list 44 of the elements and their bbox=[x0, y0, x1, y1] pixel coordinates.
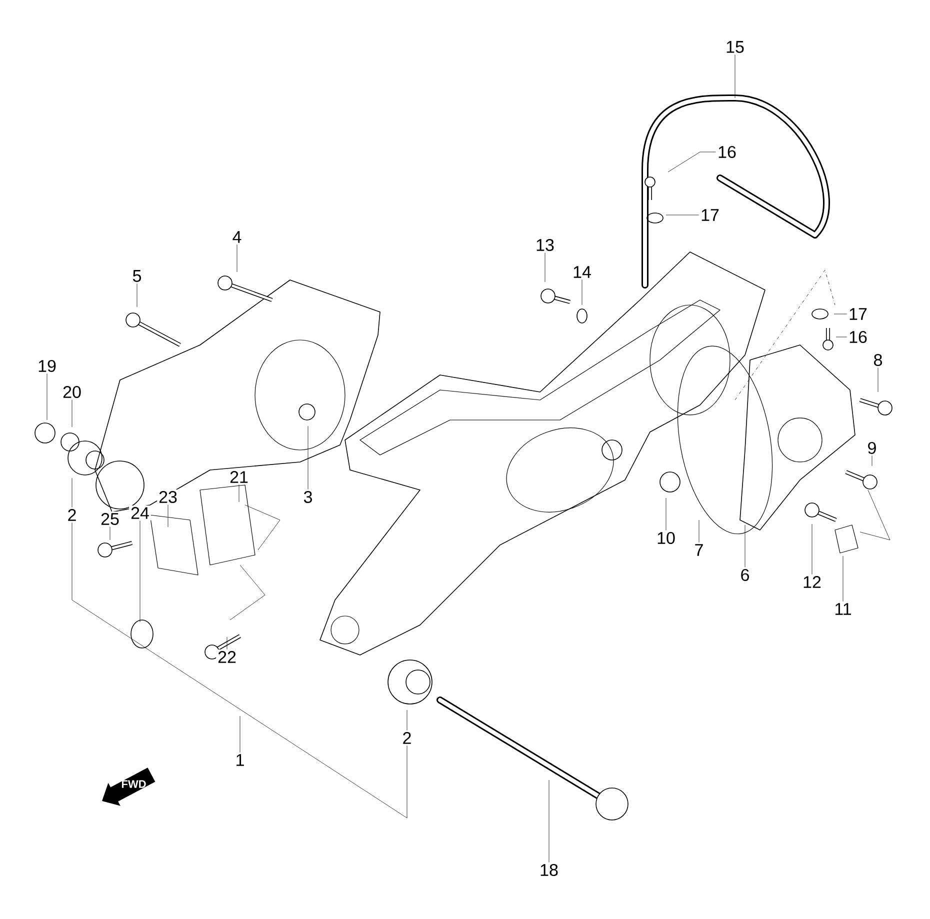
callout-number: 9 bbox=[866, 440, 878, 456]
callout-number: 17 bbox=[847, 306, 869, 322]
callout-number: 5 bbox=[130, 268, 144, 284]
callout-number: 6 bbox=[738, 567, 752, 582]
callout-number: 25 bbox=[99, 511, 121, 526]
leader-line bbox=[46, 374, 48, 420]
callout-number: 15 bbox=[724, 40, 746, 54]
callout-number: 3 bbox=[302, 489, 314, 504]
callout-number: 20 bbox=[61, 384, 83, 400]
callout-number: 8 bbox=[872, 352, 884, 368]
leader-line bbox=[406, 710, 408, 731]
bracket-line bbox=[72, 522, 408, 818]
callout-number: 2 bbox=[400, 730, 414, 746]
leader-line bbox=[238, 484, 240, 502]
callout-number: 10 bbox=[655, 530, 677, 546]
callout-number: 4 bbox=[230, 230, 244, 244]
callout-number: 17 bbox=[699, 208, 721, 222]
callout-number: 18 bbox=[538, 862, 560, 878]
leader-line bbox=[136, 283, 138, 308]
callout-number: 24 bbox=[129, 506, 151, 520]
callout-number: 2 bbox=[66, 508, 78, 522]
leader-line bbox=[548, 780, 550, 862]
leader-line bbox=[666, 214, 700, 216]
callout-number: 16 bbox=[716, 144, 738, 160]
callout-number: 21 bbox=[228, 470, 250, 484]
callout-number: 22 bbox=[216, 650, 238, 664]
leader-line bbox=[236, 244, 238, 272]
leader-line bbox=[698, 520, 700, 543]
leader-line bbox=[734, 54, 736, 98]
callout-number: 12 bbox=[801, 574, 823, 590]
callout-number: 13 bbox=[534, 237, 556, 252]
leader-line bbox=[544, 252, 546, 282]
leader-line bbox=[668, 152, 716, 172]
leader-line bbox=[842, 556, 844, 602]
callout-number: 19 bbox=[36, 358, 58, 374]
callout-number: 16 bbox=[847, 329, 869, 344]
leader-line bbox=[226, 636, 228, 650]
callout-number: 14 bbox=[571, 264, 593, 280]
callout-number: 7 bbox=[692, 542, 706, 558]
callout-number: 11 bbox=[832, 602, 854, 616]
callout-number: 1 bbox=[234, 752, 246, 768]
leader-line bbox=[836, 336, 848, 338]
callout-number: 23 bbox=[157, 489, 179, 504]
leader-line bbox=[744, 524, 746, 568]
